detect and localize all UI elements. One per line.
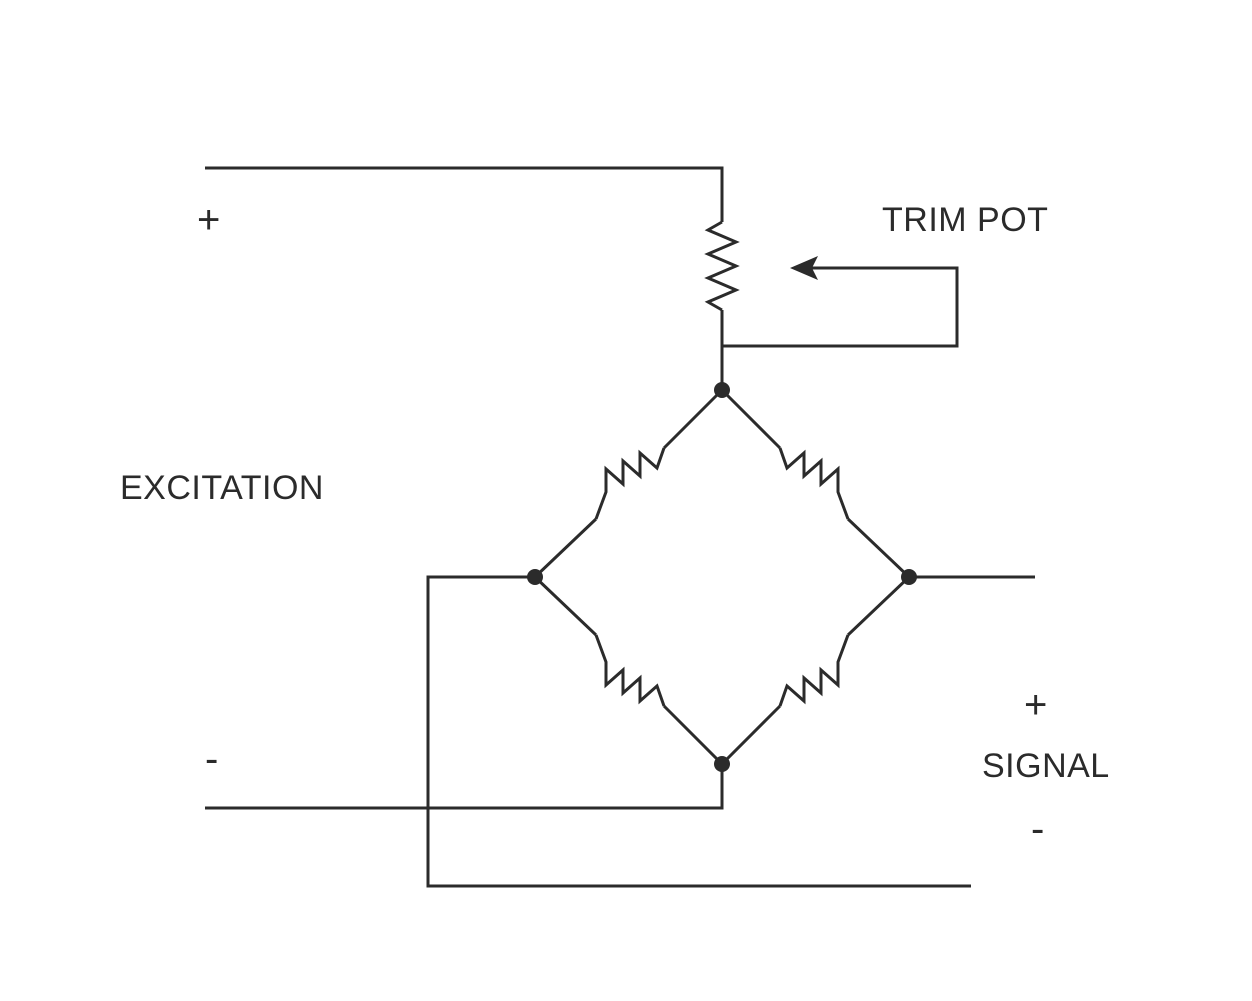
bridge-arm-bottom-left-lower (662, 704, 724, 766)
excitation-negative-wire (205, 764, 724, 810)
bridge-node-right (901, 569, 917, 585)
bridge-arm-bottom-right-lower (720, 704, 782, 766)
signal-minus-label: - (1031, 807, 1045, 851)
bridge-arm-top-left (662, 388, 724, 450)
excitation-plus-label: + (197, 198, 221, 242)
signal-negative-wire (426, 575, 971, 888)
bridge-arm-top-right (720, 388, 782, 450)
bridge-resistor-top-right (778, 447, 850, 520)
trim-pot-wiper-arrow (790, 256, 818, 280)
bridge-resistor-top-left (594, 447, 666, 520)
bridge-arm-top-right-lower (846, 517, 911, 579)
bridge-node-left (527, 569, 543, 585)
excitation-minus-label: - (205, 737, 219, 781)
trim-pot-label: TRIM POT (882, 201, 1048, 239)
bridge-resistor-bottom-left (594, 634, 666, 707)
bridge-arm-bottom-left (533, 575, 598, 637)
bridge-node-top (714, 382, 730, 398)
bridge-arm-top-left-lower (533, 517, 598, 579)
signal-plus-label: + (1024, 683, 1048, 727)
trim-pot-wiper-loop (722, 266, 959, 348)
signal-label: SIGNAL (982, 747, 1110, 785)
bridge-arm-bottom-right (846, 575, 911, 637)
excitation-positive-wire (205, 166, 724, 222)
bridge-resistor-bottom-right (778, 634, 850, 707)
bridge-node-bottom (714, 756, 730, 772)
excitation-label: EXCITATION (120, 469, 324, 507)
trim-pot-resistor (704, 220, 740, 312)
